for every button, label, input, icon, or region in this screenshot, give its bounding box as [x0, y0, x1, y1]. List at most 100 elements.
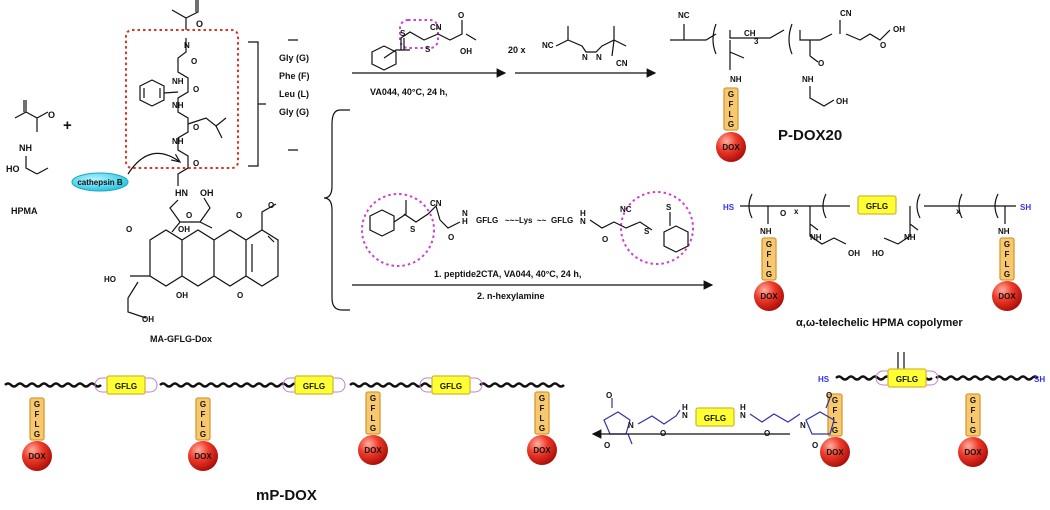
- svg-text:DOX: DOX: [194, 452, 212, 461]
- svg-text:N: N: [740, 411, 746, 420]
- svg-text:NC: NC: [678, 11, 690, 20]
- svg-text:G: G: [1004, 270, 1010, 279]
- dox-sphere: [958, 437, 988, 467]
- svg-text:NH: NH: [802, 75, 814, 84]
- pdox20-label: P-DOX20: [778, 127, 842, 144]
- plus-sign: +: [63, 117, 72, 134]
- svg-text:G: G: [970, 396, 976, 405]
- svg-text:G: G: [832, 396, 838, 405]
- svg-text:Gly (G): Gly (G): [279, 107, 309, 117]
- hpma-ho: HO: [6, 164, 20, 174]
- peptide2cta-structure: S CN O N H GFLG ~~~ Lys ~~ GFLG H N O NC…: [361, 191, 694, 267]
- svg-text:L: L: [971, 416, 976, 425]
- svg-text:F: F: [540, 404, 545, 413]
- svg-text:DOX: DOX: [28, 452, 46, 461]
- svg-text:F: F: [833, 406, 838, 415]
- svg-text:F: F: [767, 250, 772, 259]
- svg-text:HS: HS: [723, 203, 735, 212]
- svg-text:O: O: [606, 391, 612, 400]
- svg-text:G: G: [200, 400, 206, 409]
- svg-text:S: S: [644, 227, 650, 236]
- svg-text:CN: CN: [430, 23, 442, 32]
- svg-text:cathepsin B: cathepsin B: [77, 178, 123, 187]
- svg-text:NH: NH: [760, 227, 772, 236]
- svg-text:~~~: ~~~: [505, 216, 519, 225]
- svg-text:OH: OH: [836, 97, 848, 106]
- svg-text:DOX: DOX: [364, 446, 382, 455]
- svg-text:G: G: [970, 426, 976, 435]
- svg-text:G: G: [832, 426, 838, 435]
- svg-text:O: O: [193, 159, 199, 168]
- svg-text:NH: NH: [998, 227, 1010, 236]
- svg-text:G: G: [34, 400, 40, 409]
- ma-gflg-dox-structure: O N O NH O NH O NH O HN OH O O OH O O O: [104, 0, 279, 344]
- svg-text:GFLG: GFLG: [551, 216, 573, 225]
- svg-text:F: F: [729, 100, 734, 109]
- route-brace: [323, 109, 350, 311]
- svg-text:N: N: [580, 217, 586, 226]
- svg-text:G: G: [766, 240, 772, 249]
- svg-text:GFLG: GFLG: [896, 375, 918, 384]
- svg-text:OH: OH: [142, 315, 154, 324]
- svg-text:S: S: [666, 203, 672, 212]
- svg-text:N: N: [462, 209, 468, 218]
- svg-text:SH: SH: [1020, 203, 1031, 212]
- dox-sphere: [22, 441, 52, 471]
- pdox20-structure: NC CH 3 CN OH O NH O NH OH G F L G DOX: [670, 9, 905, 162]
- hpma-o: O: [48, 110, 55, 120]
- route1-equiv: 20 x: [508, 45, 526, 55]
- svg-text:GFLG: GFLG: [476, 216, 498, 225]
- svg-text:GFLG: GFLG: [440, 382, 462, 391]
- svg-text:O: O: [126, 225, 132, 234]
- svg-text:GFLG: GFLG: [866, 202, 888, 211]
- svg-text:G: G: [539, 424, 545, 433]
- svg-text:N: N: [800, 421, 806, 430]
- svg-text:OH: OH: [460, 47, 472, 56]
- svg-text:x: x: [956, 207, 961, 216]
- svg-text:NC: NC: [542, 41, 554, 50]
- svg-text:S: S: [425, 45, 431, 54]
- bismaleimide-linker: O O N O H N GFLG H N O N O O: [603, 391, 835, 450]
- svg-text:CN: CN: [840, 9, 852, 18]
- azo-initiator: NC N N CN: [542, 26, 628, 68]
- svg-text:H: H: [462, 217, 468, 226]
- route1-reagents: S S CN O OH: [371, 11, 477, 71]
- svg-text:N: N: [628, 421, 634, 430]
- svg-text:L: L: [201, 420, 206, 429]
- svg-text:L: L: [371, 414, 376, 423]
- svg-text:F: F: [201, 410, 206, 419]
- svg-text:L: L: [35, 420, 40, 429]
- svg-text:GFLG: GFLG: [115, 382, 137, 391]
- svg-text:NH: NH: [810, 233, 822, 242]
- svg-text:G: G: [370, 394, 376, 403]
- svg-text:OH: OH: [178, 225, 190, 234]
- hpma-label: HPMA: [11, 206, 38, 216]
- amino-acid-list: Gly (G) Phe (F) Leu (L) Gly (G): [279, 39, 310, 151]
- telechelic-schematic: HS SH GFLG G F L G DOX G F L G DOX: [818, 368, 1045, 467]
- svg-text:HO: HO: [104, 275, 116, 284]
- svg-text:OH: OH: [176, 291, 188, 300]
- dox-sphere: [527, 435, 557, 465]
- svg-text:O: O: [191, 57, 197, 66]
- svg-text:O: O: [818, 59, 824, 68]
- svg-text:L: L: [1005, 260, 1010, 269]
- svg-text:GFLG: GFLG: [704, 414, 726, 423]
- telechelic-structure: HS SH GFLG x x O NH NH OH NH HO NH G F L…: [723, 193, 1031, 311]
- svg-text:G: G: [1004, 240, 1010, 249]
- svg-text:3: 3: [754, 37, 759, 46]
- svg-text:CN: CN: [430, 199, 442, 208]
- svg-text:H: H: [580, 209, 586, 218]
- svg-text:O: O: [458, 11, 464, 20]
- svg-text:HN: HN: [175, 188, 188, 198]
- svg-text:NH: NH: [730, 75, 742, 84]
- svg-text:O: O: [448, 233, 454, 242]
- svg-text:OH: OH: [200, 188, 214, 198]
- svg-text:O: O: [780, 209, 786, 218]
- svg-text:x: x: [794, 207, 799, 216]
- dox-sphere: [754, 281, 784, 311]
- dox-sphere: [358, 435, 388, 465]
- dox-sphere: [820, 437, 850, 467]
- telechelic-label: α,ω-telechelic HPMA copolymer: [796, 317, 963, 329]
- svg-text:N: N: [582, 53, 588, 62]
